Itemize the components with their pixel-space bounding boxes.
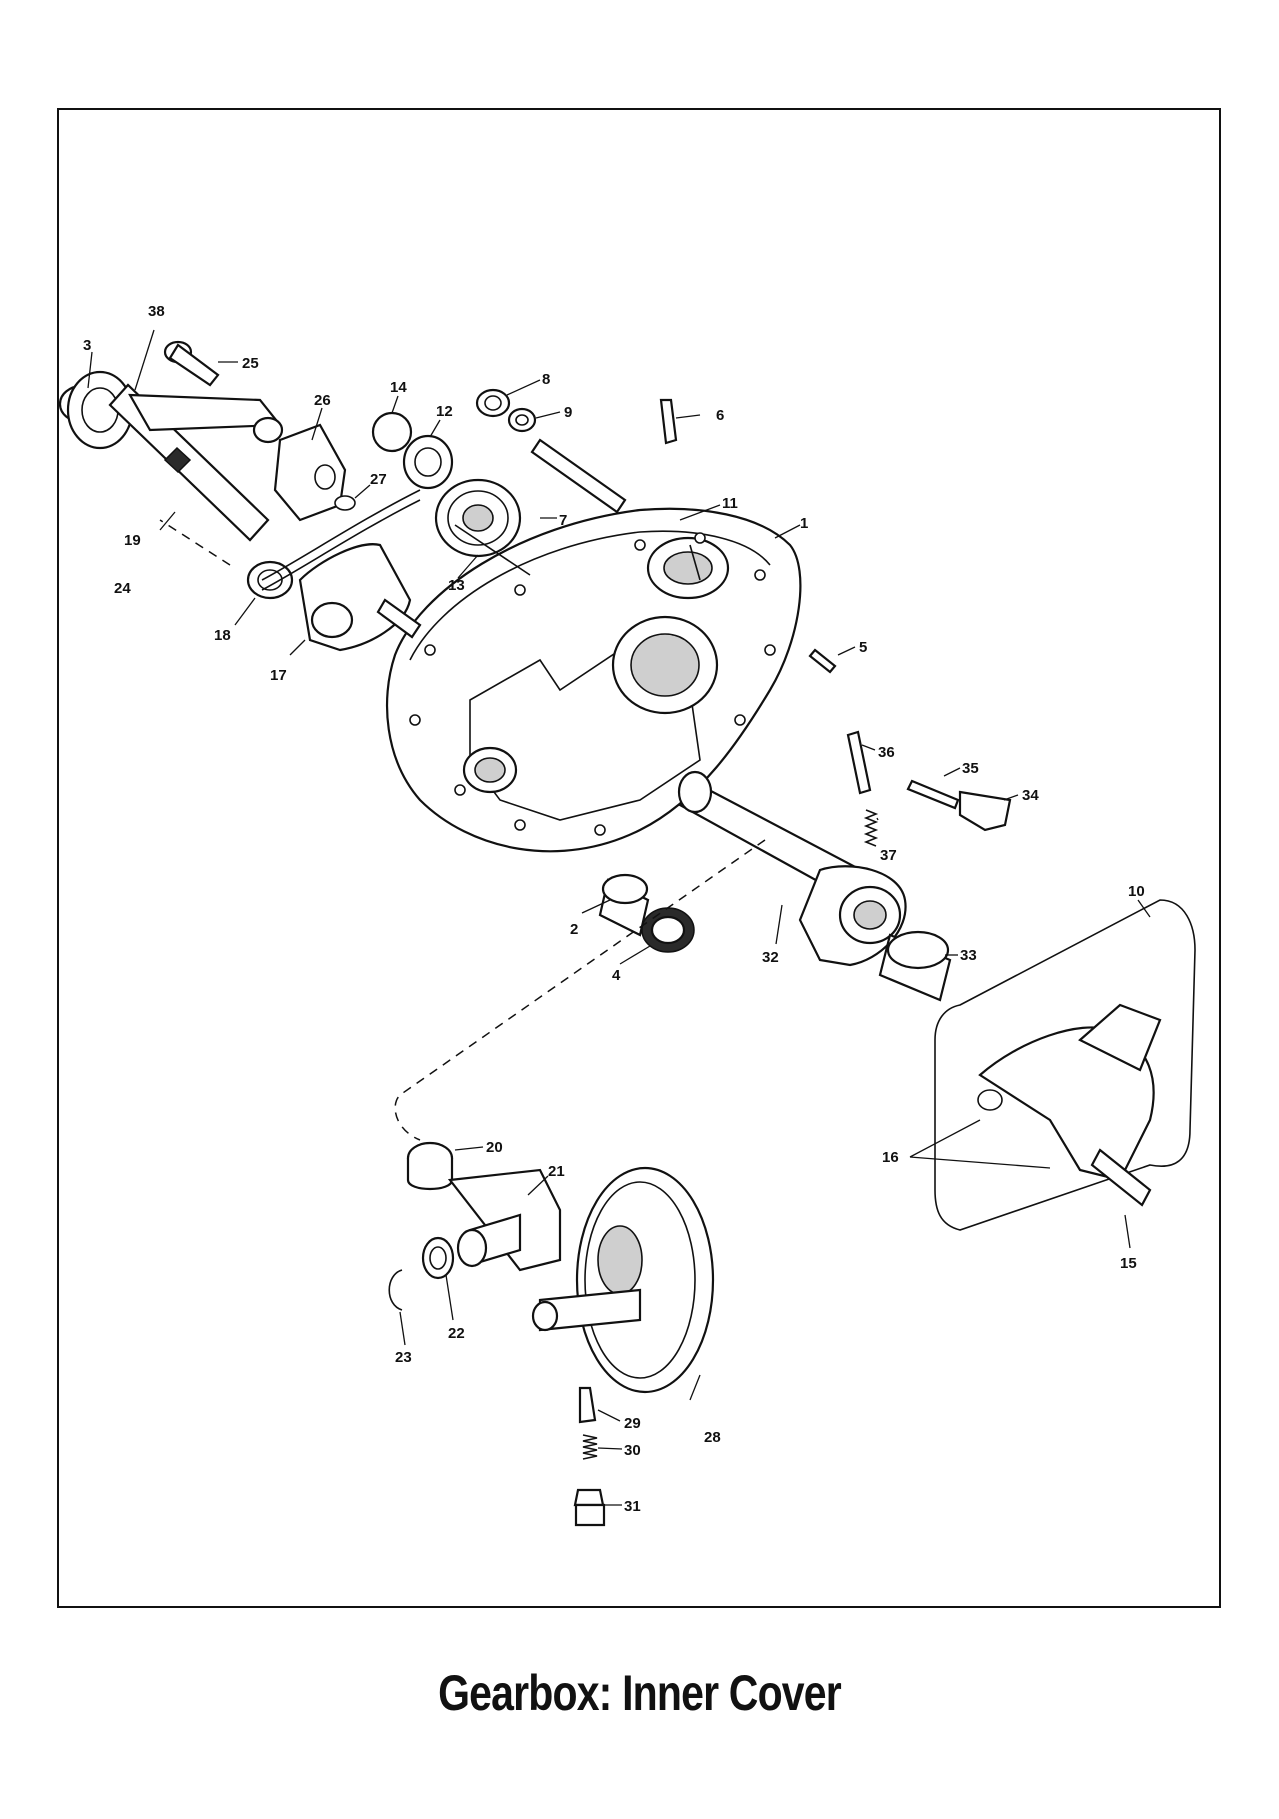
rod-13 — [454, 524, 531, 576]
callout-16: 16 — [882, 1149, 899, 1166]
callout-2: 2 — [570, 921, 578, 938]
callout-14: 14 — [390, 379, 407, 396]
callout-23: 23 — [395, 1349, 412, 1366]
plunger-34 — [958, 790, 1012, 832]
callout-25: 25 — [242, 355, 259, 372]
spring-37 — [863, 809, 879, 847]
bracket-26 — [273, 423, 347, 522]
ring-4 — [641, 907, 695, 953]
ball-14 — [371, 411, 413, 453]
figure-caption: Gearbox: Inner Cover — [438, 1665, 842, 1721]
washer-22 — [421, 1236, 455, 1280]
ratchet-plate-28 — [531, 1166, 715, 1394]
circlip-23 — [388, 1269, 403, 1311]
leader-lines — [87, 329, 1151, 1506]
pin-36 — [846, 730, 872, 795]
spring-30 — [582, 1434, 598, 1460]
bush-33 — [878, 930, 952, 1002]
camplate-shaft-32 — [677, 770, 907, 967]
washer-9 — [507, 407, 537, 433]
callout-35: 35 — [962, 760, 979, 777]
kickstart-quadrant-21 — [447, 1168, 562, 1272]
callout-37: 37 — [880, 847, 897, 864]
callout-30: 30 — [624, 1442, 641, 1459]
connector-dashed — [394, 839, 766, 1141]
inner-cover-housing — [386, 507, 802, 853]
quadrant-shaft-assembly — [58, 370, 294, 600]
callout-28: 28 — [704, 1429, 721, 1446]
bearing-7 — [434, 478, 522, 558]
callout-18: 18 — [214, 627, 231, 644]
ring-12 — [402, 434, 454, 490]
callout-8: 8 — [542, 371, 550, 388]
pin-5 — [808, 648, 837, 674]
callout-6: 6 — [716, 407, 724, 424]
callout-24: 24 — [114, 580, 131, 597]
callout-13: 13 — [448, 577, 465, 594]
callout-3: 3 — [83, 337, 91, 354]
bush-2 — [598, 873, 650, 937]
spring-18 — [261, 489, 421, 591]
clip-27 — [334, 495, 356, 511]
callout-17: 17 — [270, 667, 287, 684]
cap-nut-31 — [573, 1488, 606, 1527]
callout-31: 31 — [624, 1498, 641, 1515]
callout-32: 32 — [762, 949, 779, 966]
callout-21: 21 — [548, 1163, 565, 1180]
callout-9: 9 — [564, 404, 572, 421]
callout-19: 19 — [124, 532, 141, 549]
bolt-25 — [163, 340, 220, 387]
callout-7: 7 — [559, 512, 567, 529]
callout-38: 38 — [148, 303, 165, 320]
callout-labels: 3 38 25 26 14 12 8 9 6 27 7 11 1 13 19 2… — [83, 303, 1145, 1515]
diagram-frame — [57, 108, 1221, 1608]
callout-29: 29 — [624, 1415, 641, 1432]
callout-12: 12 — [436, 403, 453, 420]
callout-27: 27 — [370, 471, 387, 488]
callout-22: 22 — [448, 1325, 465, 1342]
connector-dashed-24 — [159, 519, 231, 566]
callout-36: 36 — [878, 744, 895, 761]
callout-1: 1 — [800, 515, 808, 532]
selector-fork-assembly — [977, 1003, 1162, 1207]
bolt-35 — [906, 779, 960, 810]
plunger-29 — [578, 1386, 597, 1424]
lever-17 — [298, 543, 422, 652]
callout-26: 26 — [314, 392, 331, 409]
callout-4: 4 — [612, 967, 621, 984]
callout-33: 33 — [960, 947, 977, 964]
screw-6 — [659, 398, 678, 445]
callout-20: 20 — [486, 1139, 503, 1156]
callout-10: 10 — [1128, 883, 1145, 900]
callout-34: 34 — [1022, 787, 1039, 804]
callout-11: 11 — [722, 495, 738, 512]
callout-5: 5 — [859, 639, 867, 656]
cap-8 — [475, 388, 511, 418]
stud — [530, 438, 627, 514]
bush-20 — [406, 1141, 454, 1190]
callout-15: 15 — [1120, 1255, 1137, 1272]
